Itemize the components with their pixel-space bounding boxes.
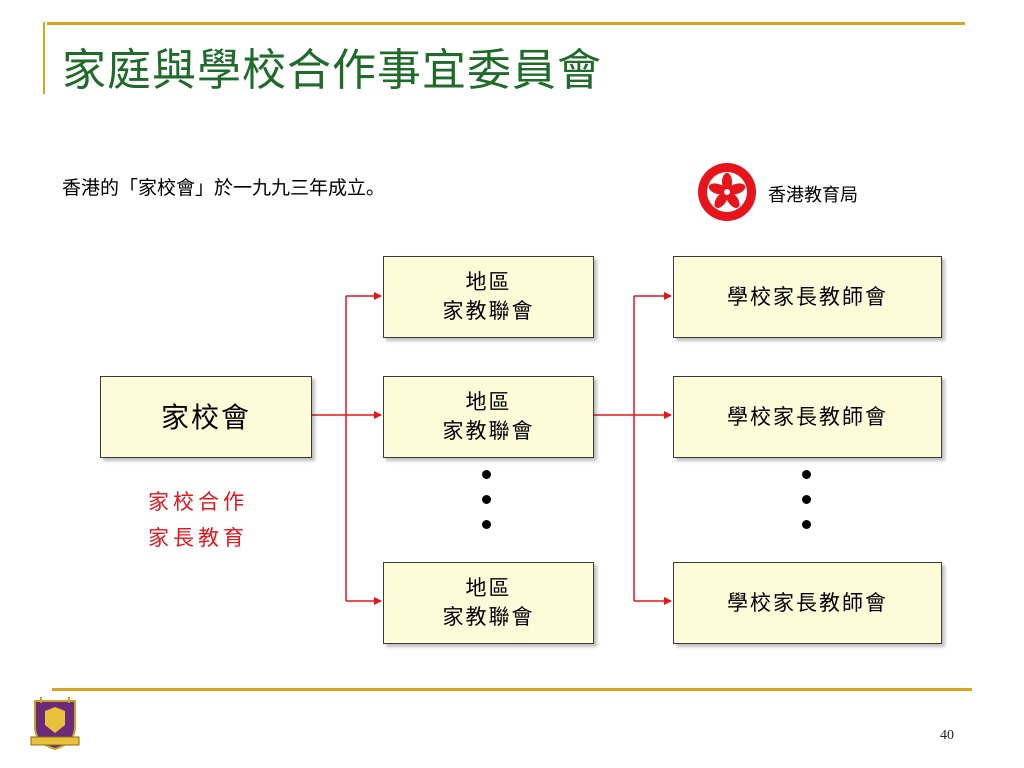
district-node-line1: 地區 [465,576,512,600]
district-node-box: 地區 家教聯會 [383,376,594,458]
district-node-line1: 地區 [465,390,512,414]
function-item: 家長教育 [148,526,248,550]
main-node-box: 家校會 [100,376,312,458]
district-ellipsis-icon [482,470,492,545]
district-node-box: 地區 家教聯會 [383,256,594,338]
footer-accent-line [52,688,972,691]
school-node-label: 學校家長教師會 [727,284,888,309]
district-node-line2: 家教聯會 [442,419,535,443]
cuhk-crest-icon [30,697,80,751]
slide-subtitle: 香港的「家校會」於一九九三年成立。 [62,177,386,199]
main-node-label: 家校會 [160,400,251,434]
main-node-functions: 家校合作 家長教育 [148,484,248,556]
function-item: 家校合作 [148,490,248,514]
title-accent-vertical-line [43,22,45,94]
school-node-box: 學校家長教師會 [673,376,942,458]
district-node-box: 地區 家教聯會 [383,562,594,644]
title-accent-line [47,22,965,25]
page-number: 40 [940,728,954,743]
school-node-label: 學校家長教師會 [727,404,888,429]
slide-title: 家庭與學校合作事宜委員會 [62,45,602,96]
district-node-line2: 家教聯會 [442,299,535,323]
district-node-line2: 家教聯會 [442,605,535,629]
hong-kong-emblem-icon [698,163,756,221]
school-node-box: 學校家長教師會 [673,562,942,644]
source-label: 香港教育局 [768,185,858,206]
school-node-box: 學校家長教師會 [673,256,942,338]
district-node-line1: 地區 [465,270,512,294]
school-ellipsis-icon [802,470,812,545]
school-node-label: 學校家長教師會 [727,590,888,615]
